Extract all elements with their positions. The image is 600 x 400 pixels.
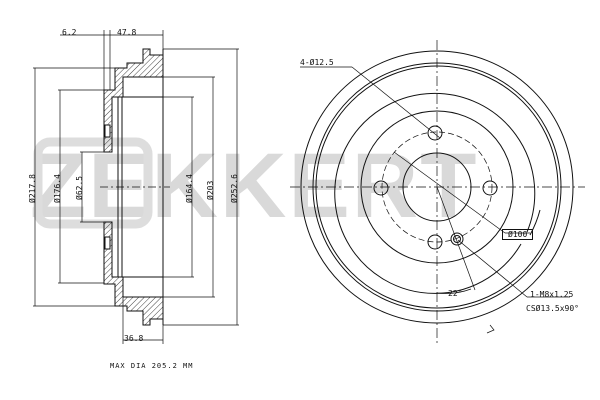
dia-252-6-label: Ø252.6: [230, 174, 239, 203]
dim-width: 47.8: [117, 28, 137, 37]
dia-62-5-label: Ø62.5: [75, 175, 84, 200]
dia-203-label: Ø203: [206, 180, 215, 200]
dia-164-4-label: Ø164.4: [185, 174, 194, 203]
max-dia-note: MAX DIA 205.2 MM: [110, 362, 194, 370]
angle-label: 22°: [448, 289, 463, 298]
dim-flange-thickness: 6.2: [62, 28, 77, 37]
dia-176-4-label: Ø176.4: [53, 174, 62, 203]
section-top: [103, 48, 164, 153]
bolt-hole: [427, 125, 443, 141]
bolt-holes-label: 4-Ø12.5: [300, 58, 334, 67]
bolt-hole: [373, 180, 389, 196]
dimension-lines: [33, 30, 239, 344]
pcd-label: Ø100: [502, 229, 534, 240]
logo-box: [33, 137, 153, 229]
dim-depth: 36.8: [124, 334, 144, 343]
side-section-view: [100, 48, 170, 326]
front-view: [290, 40, 585, 345]
bolt-hole: [482, 180, 498, 196]
dia-217-8-label: Ø217.8: [28, 174, 37, 203]
thread-hole: [450, 232, 464, 246]
brand-watermark: ZEKKERT: [30, 135, 479, 237]
section-bottom: [103, 221, 164, 326]
countersink-label: CSØ13.5x90°: [526, 304, 579, 313]
bolt-hole: [427, 234, 443, 250]
thread-label: 1-M8x1.25: [530, 290, 574, 299]
